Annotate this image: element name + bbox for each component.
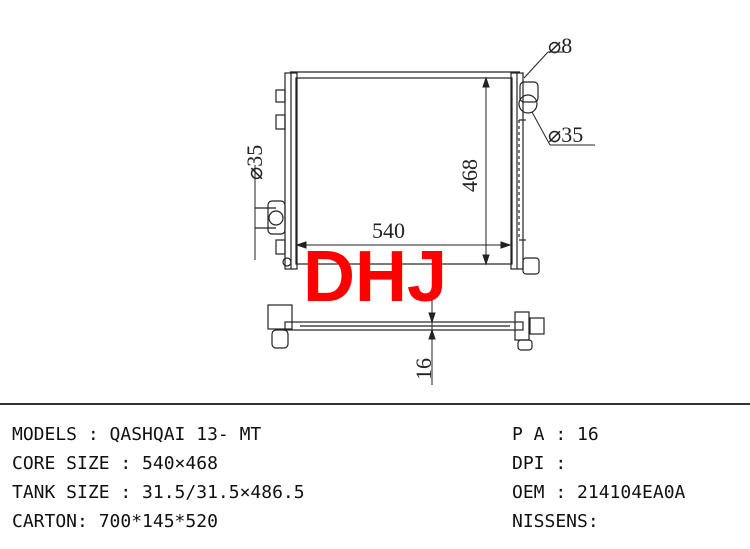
spec-oem: OEM : 214104EA0A xyxy=(512,482,686,503)
left-inlet-pipe xyxy=(255,200,286,235)
core-thickness-label: 16 xyxy=(411,358,436,380)
spec-pa: P A : 16 xyxy=(512,424,599,445)
height-dimension: 468 xyxy=(457,159,482,192)
right-outlet-fitting xyxy=(518,81,540,275)
radiator-core xyxy=(295,77,513,265)
width-dimension: 540 xyxy=(372,218,405,243)
spec-carton: CARTON: 700*145*520 xyxy=(12,511,218,532)
spec-models: MODELS : QASHQAI 13- MT xyxy=(12,424,262,445)
bottom-view xyxy=(267,304,545,351)
spec-dpi: DPI : xyxy=(512,453,567,474)
radiator-drawing: 540 468 ⌀35 ⌀8 ⌀35 16 DHJ xyxy=(242,33,595,385)
outlet-diameter-label: ⌀35 xyxy=(548,122,583,147)
spec-core-size: CORE SIZE : 540×468 xyxy=(12,453,218,474)
small-pipe-diameter-label: ⌀8 xyxy=(548,33,572,58)
spec-nissens: NISSENS: xyxy=(512,511,599,532)
divider xyxy=(0,403,750,405)
spec-tank-size: TANK SIZE : 31.5/31.5×486.5 xyxy=(12,482,305,503)
inlet-diameter-label: ⌀35 xyxy=(242,145,267,180)
brand-watermark: DHJ xyxy=(303,237,447,317)
